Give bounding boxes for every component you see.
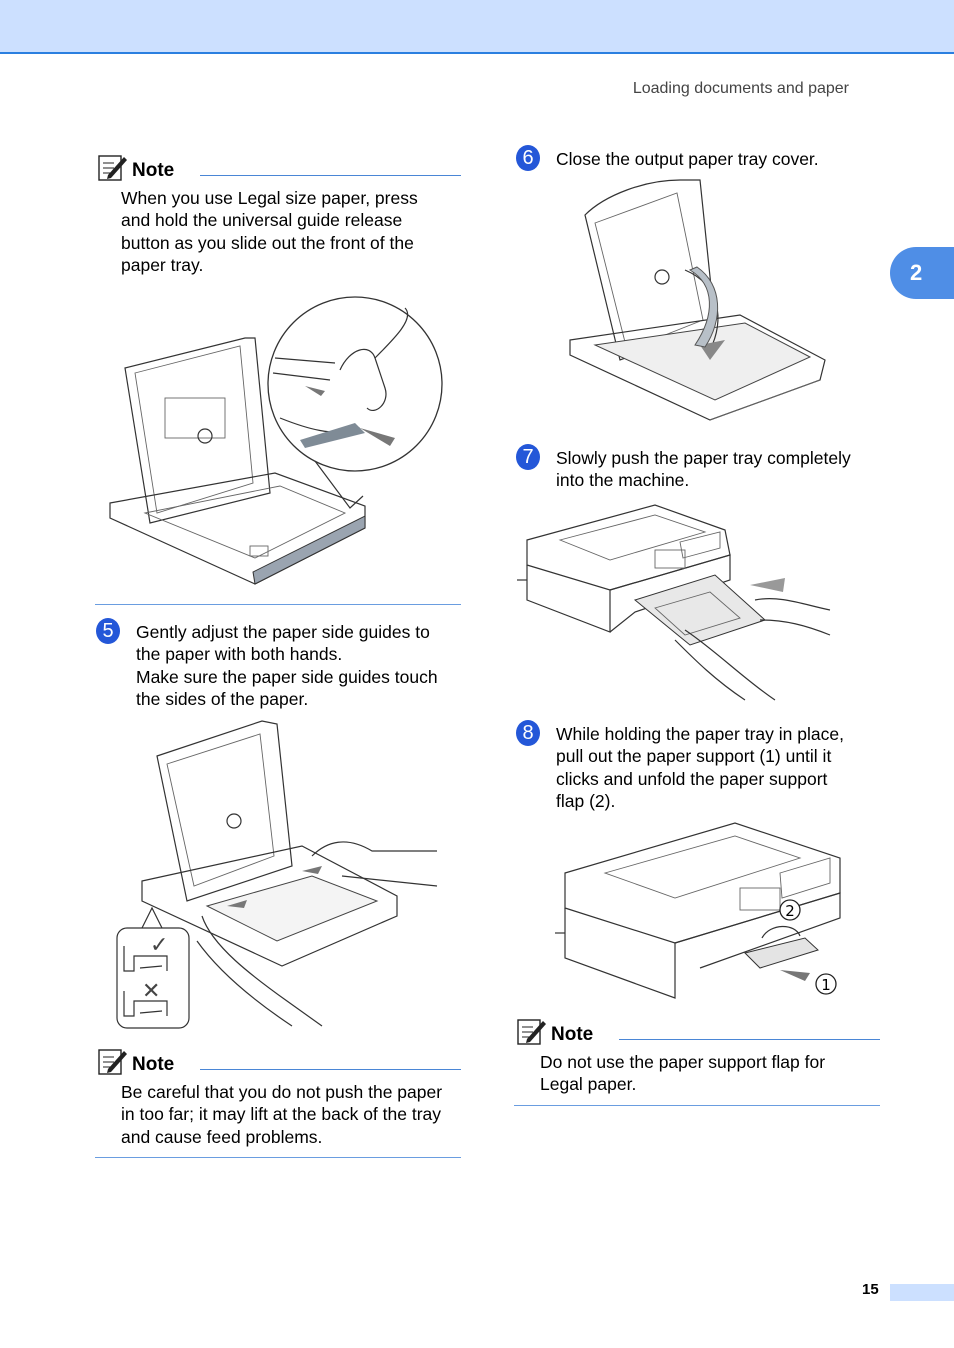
note-label: Note bbox=[132, 160, 175, 181]
step-7-badge: 7 bbox=[516, 444, 540, 470]
note-pencil-icon bbox=[98, 1049, 127, 1075]
running-header: Loading documents and paper bbox=[632, 80, 849, 97]
step-6-text: Close the output paper tray cover. bbox=[556, 149, 819, 169]
paper-support-illustration: 2 1 bbox=[555, 822, 841, 999]
step-8-text: While holding the paper tray in place, p… bbox=[556, 724, 844, 812]
push-tray-illustration bbox=[517, 504, 831, 701]
chapter-tab[interactable]: 2 bbox=[890, 247, 954, 299]
note-bottom-left-text: Be careful that you do not push the pape… bbox=[121, 1082, 443, 1147]
note-bottom-right-text: Do not use the paper support flap for Le… bbox=[540, 1052, 826, 1095]
footer-bar bbox=[890, 1284, 954, 1301]
side-guides-illustration: ✓ ✕ bbox=[116, 720, 438, 1029]
svg-text:✕: ✕ bbox=[142, 979, 160, 1004]
step-5-text: Gently adjust the paper side guides to t… bbox=[136, 622, 438, 710]
note-header-bottom-right: Note bbox=[517, 1017, 593, 1045]
svg-text:✓: ✓ bbox=[150, 933, 168, 958]
callout-2: 2 bbox=[779, 899, 801, 921]
svg-text:2: 2 bbox=[785, 902, 795, 920]
note-label: Note bbox=[551, 1024, 594, 1045]
step-8-badge: 8 bbox=[516, 720, 540, 746]
note-rule bbox=[619, 1039, 880, 1040]
note-rule bbox=[200, 175, 461, 176]
note-rule bbox=[200, 1069, 461, 1070]
page-number: 15 bbox=[862, 1281, 879, 1298]
note-pencil-icon bbox=[98, 155, 127, 181]
step-7-text: Slowly push the paper tray completely in… bbox=[556, 448, 851, 491]
section-rule bbox=[514, 1105, 880, 1106]
note-header-bottom-left: Note bbox=[98, 1047, 174, 1075]
callout-1: 1 bbox=[815, 973, 837, 995]
step-6-badge: 6 bbox=[516, 145, 540, 171]
note-header-top: Note bbox=[98, 153, 174, 181]
note-pencil-icon bbox=[517, 1019, 546, 1045]
note-label: Note bbox=[132, 1054, 175, 1075]
section-rule bbox=[95, 604, 461, 605]
step-5-badge: 5 bbox=[96, 618, 120, 644]
chapter-number: 2 bbox=[910, 260, 923, 285]
close-cover-illustration bbox=[569, 179, 826, 421]
legal-paper-tray-illustration bbox=[109, 296, 443, 585]
note-top-text: When you use Legal size paper, press and… bbox=[121, 188, 418, 276]
section-rule bbox=[95, 1157, 461, 1158]
header-band bbox=[0, 0, 954, 54]
svg-text:1: 1 bbox=[821, 976, 831, 994]
